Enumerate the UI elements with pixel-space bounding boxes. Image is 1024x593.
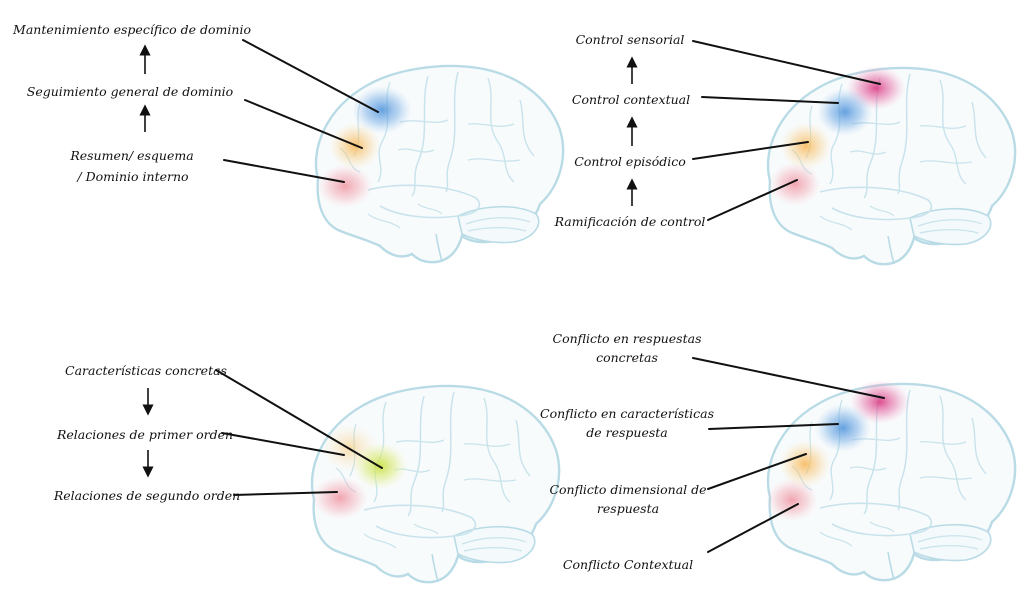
- region-red: [317, 164, 373, 208]
- leader-line: [692, 40, 881, 85]
- leader-line: [692, 141, 809, 160]
- leader-line: [221, 432, 345, 456]
- leader-line: [215, 369, 383, 469]
- label-caracteristicas: Características concretas: [65, 363, 227, 378]
- label-mantenimiento: Mantenimiento específico de dominio: [13, 22, 251, 37]
- label-control-episodico: Control episódico: [574, 154, 686, 169]
- label-seguimiento: Seguimiento general de dominio: [26, 84, 234, 99]
- brain-top-left: [314, 64, 565, 264]
- label-resumen: Resumen/ esquema: [70, 148, 194, 163]
- brain-top-right: [766, 66, 1017, 266]
- label-conflicto-dimensional: Conflicto dimensional de: [549, 482, 707, 497]
- region-orange: [779, 440, 831, 488]
- leader-line: [233, 491, 338, 496]
- label-dominio-interno: / Dominio interno: [77, 169, 189, 184]
- leader-line: [242, 39, 379, 113]
- label-control-contextual: Control contextual: [571, 92, 691, 107]
- label-conflicto-respuestas: Conflicto en respuestas: [552, 331, 702, 346]
- leader-line: [707, 503, 799, 553]
- brain-bottom-left: [310, 384, 561, 584]
- leader-line: [707, 179, 798, 221]
- label-primer-orden: Relaciones de primer orden: [56, 427, 234, 442]
- label-ramificacion: Ramificación de control: [554, 214, 706, 229]
- label-conflicto-contextual: Conflicto Contextual: [562, 557, 694, 572]
- region-blue: [815, 404, 871, 452]
- label-control-sensorial: Control sensorial: [575, 32, 685, 47]
- label-concretas: concretas: [596, 350, 658, 365]
- region-orange: [780, 122, 832, 170]
- region-blue: [817, 88, 873, 136]
- leader-line: [708, 423, 839, 430]
- leader-line: [244, 99, 363, 149]
- region-blue: [352, 86, 412, 134]
- leader-line: [692, 357, 885, 399]
- leader-line: [223, 159, 345, 183]
- leader-line: [707, 453, 807, 490]
- region-red: [312, 476, 368, 520]
- label-conflicto-caracteristicas: Conflicto en características: [540, 406, 714, 421]
- leader-lines: [215, 39, 885, 553]
- brain-bottom-right: [766, 380, 1017, 582]
- label-respuesta: respuesta: [596, 501, 660, 516]
- region-magenta: [850, 380, 910, 424]
- leader-line: [701, 96, 839, 104]
- label-segundo-orden: Relaciones de segundo orden: [53, 488, 241, 503]
- region-red: [766, 478, 818, 522]
- region-red: [769, 162, 821, 206]
- arrows: [139, 44, 638, 478]
- label-de-respuesta: de respuesta: [586, 425, 668, 440]
